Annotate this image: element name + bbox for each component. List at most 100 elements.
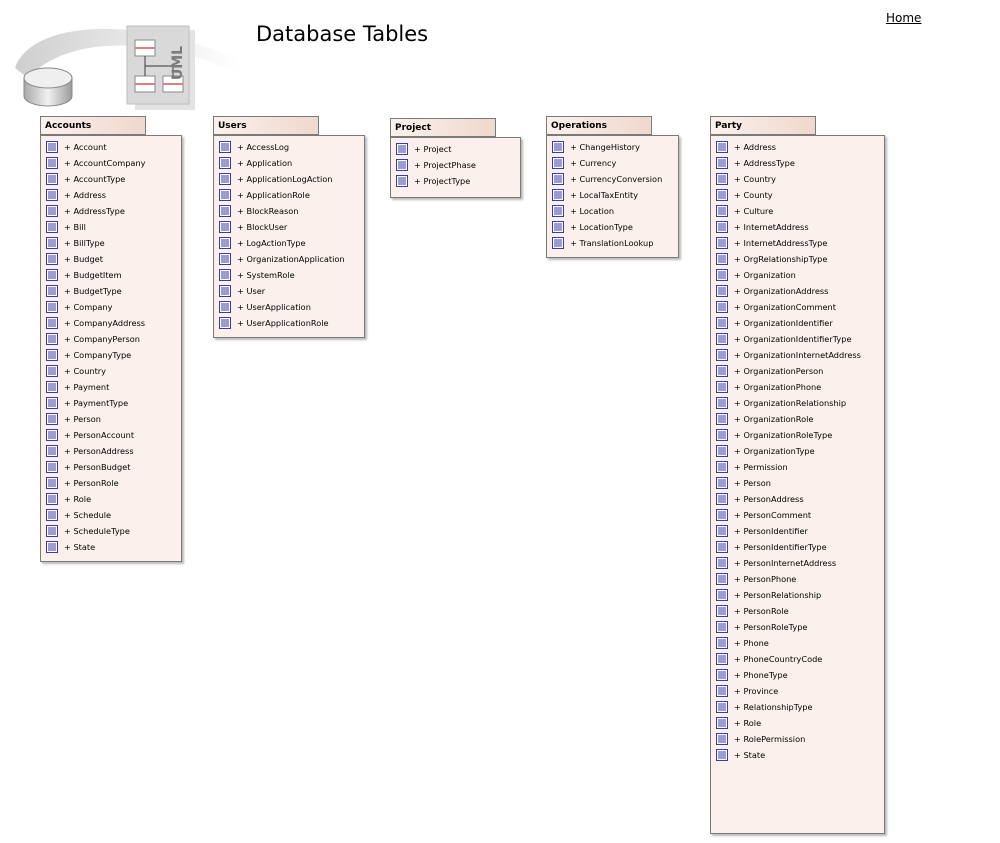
class-item[interactable]: LogActionType — [219, 235, 364, 251]
class-item[interactable]: CurrencyConversion — [552, 171, 678, 187]
class-item[interactable]: ProjectType — [396, 173, 520, 189]
class-item[interactable]: PersonInternetAddress — [716, 555, 884, 571]
class-item[interactable]: AccountType — [46, 171, 181, 187]
class-item[interactable]: Company — [46, 299, 181, 315]
class-item[interactable]: Permission — [716, 459, 884, 475]
class-table-icon — [716, 653, 728, 665]
class-item[interactable]: ApplicationLogAction — [219, 171, 364, 187]
class-item[interactable]: OrganizationRelationship — [716, 395, 884, 411]
class-item[interactable]: OrganizationPerson — [716, 363, 884, 379]
class-item[interactable]: ApplicationRole — [219, 187, 364, 203]
class-item[interactable]: Budget — [46, 251, 181, 267]
package-tab[interactable]: Party — [710, 116, 816, 135]
class-item[interactable]: PersonAddress — [46, 443, 181, 459]
class-item[interactable]: PersonRelationship — [716, 587, 884, 603]
class-item[interactable]: AccessLog — [219, 139, 364, 155]
class-item[interactable]: Bill — [46, 219, 181, 235]
class-item[interactable]: BlockReason — [219, 203, 364, 219]
class-item[interactable]: Application — [219, 155, 364, 171]
home-link[interactable]: Home — [886, 11, 922, 25]
class-item[interactable]: OrganizationInternetAddress — [716, 347, 884, 363]
class-item[interactable]: State — [716, 747, 884, 763]
class-item[interactable]: AddressType — [46, 203, 181, 219]
class-item[interactable]: Location — [552, 203, 678, 219]
class-item[interactable]: PersonIdentifier — [716, 523, 884, 539]
class-item[interactable]: PersonAccount — [46, 427, 181, 443]
class-item[interactable]: County — [716, 187, 884, 203]
class-item[interactable]: Address — [716, 139, 884, 155]
class-item[interactable]: InternetAddress — [716, 219, 884, 235]
class-table-icon — [716, 493, 728, 505]
class-item[interactable]: PaymentType — [46, 395, 181, 411]
class-item[interactable]: OrganizationApplication — [219, 251, 364, 267]
class-item[interactable]: AccountCompany — [46, 155, 181, 171]
class-item[interactable]: Person — [716, 475, 884, 491]
class-item[interactable]: AddressType — [716, 155, 884, 171]
class-item[interactable]: Country — [716, 171, 884, 187]
class-item[interactable]: Province — [716, 683, 884, 699]
class-item[interactable]: OrgRelationshipType — [716, 251, 884, 267]
class-item[interactable]: State — [46, 539, 181, 555]
class-item[interactable]: Culture — [716, 203, 884, 219]
class-item[interactable]: Organization — [716, 267, 884, 283]
class-item[interactable]: OrganizationAddress — [716, 283, 884, 299]
class-item[interactable]: PhoneType — [716, 667, 884, 683]
class-item[interactable]: PersonAddress — [716, 491, 884, 507]
class-item[interactable]: TranslationLookup — [552, 235, 678, 251]
class-item[interactable]: ChangeHistory — [552, 139, 678, 155]
class-item[interactable]: PhoneCountryCode — [716, 651, 884, 667]
class-item[interactable]: CompanyPerson — [46, 331, 181, 347]
package-tab[interactable]: Operations — [546, 116, 652, 135]
class-item[interactable]: InternetAddressType — [716, 235, 884, 251]
class-item[interactable]: LocationType — [552, 219, 678, 235]
class-item[interactable]: PersonBudget — [46, 459, 181, 475]
class-item[interactable]: BudgetType — [46, 283, 181, 299]
class-item-label: PhoneCountryCode — [734, 651, 822, 667]
class-item[interactable]: OrganizationRoleType — [716, 427, 884, 443]
class-item[interactable]: Schedule — [46, 507, 181, 523]
class-table-icon — [716, 477, 728, 489]
class-item[interactable]: Role — [46, 491, 181, 507]
class-item[interactable]: Country — [46, 363, 181, 379]
class-item[interactable]: PersonIdentifierType — [716, 539, 884, 555]
class-item[interactable]: Project — [396, 141, 520, 157]
class-item[interactable]: Address — [46, 187, 181, 203]
class-item[interactable]: BlockUser — [219, 219, 364, 235]
package-tab[interactable]: Accounts — [40, 116, 146, 135]
class-item[interactable]: BillType — [46, 235, 181, 251]
class-item[interactable]: Account — [46, 139, 181, 155]
class-item[interactable]: OrganizationType — [716, 443, 884, 459]
class-item[interactable]: OrganizationRole — [716, 411, 884, 427]
class-item[interactable]: OrganizationIdentifier — [716, 315, 884, 331]
class-item[interactable]: LocalTaxEntity — [552, 187, 678, 203]
class-item[interactable]: OrganizationComment — [716, 299, 884, 315]
class-item[interactable]: Person — [46, 411, 181, 427]
class-item[interactable]: Payment — [46, 379, 181, 395]
class-item[interactable]: UserApplication — [219, 299, 364, 315]
class-item[interactable]: CompanyAddress — [46, 315, 181, 331]
class-item[interactable]: OrganizationPhone — [716, 379, 884, 395]
package-tab[interactable]: Users — [213, 116, 319, 135]
class-item[interactable]: RolePermission — [716, 731, 884, 747]
class-item[interactable]: RelationshipType — [716, 699, 884, 715]
class-item[interactable]: BudgetItem — [46, 267, 181, 283]
class-item-label: Location — [570, 203, 614, 219]
class-item[interactable]: Role — [716, 715, 884, 731]
class-item[interactable]: PersonComment — [716, 507, 884, 523]
class-item[interactable]: PersonRole — [716, 603, 884, 619]
class-item[interactable]: UserApplicationRole — [219, 315, 364, 331]
class-item[interactable]: PersonRoleType — [716, 619, 884, 635]
class-item[interactable]: OrganizationIdentifierType — [716, 331, 884, 347]
class-item-label: Account — [64, 139, 106, 155]
class-item[interactable]: Currency — [552, 155, 678, 171]
class-item[interactable]: ProjectPhase — [396, 157, 520, 173]
class-table-icon — [46, 157, 58, 169]
class-item[interactable]: PersonRole — [46, 475, 181, 491]
class-item[interactable]: User — [219, 283, 364, 299]
class-item[interactable]: CompanyType — [46, 347, 181, 363]
class-item[interactable]: SystemRole — [219, 267, 364, 283]
class-item[interactable]: Phone — [716, 635, 884, 651]
class-item[interactable]: PersonPhone — [716, 571, 884, 587]
package-tab[interactable]: Project — [390, 118, 496, 137]
class-item[interactable]: ScheduleType — [46, 523, 181, 539]
